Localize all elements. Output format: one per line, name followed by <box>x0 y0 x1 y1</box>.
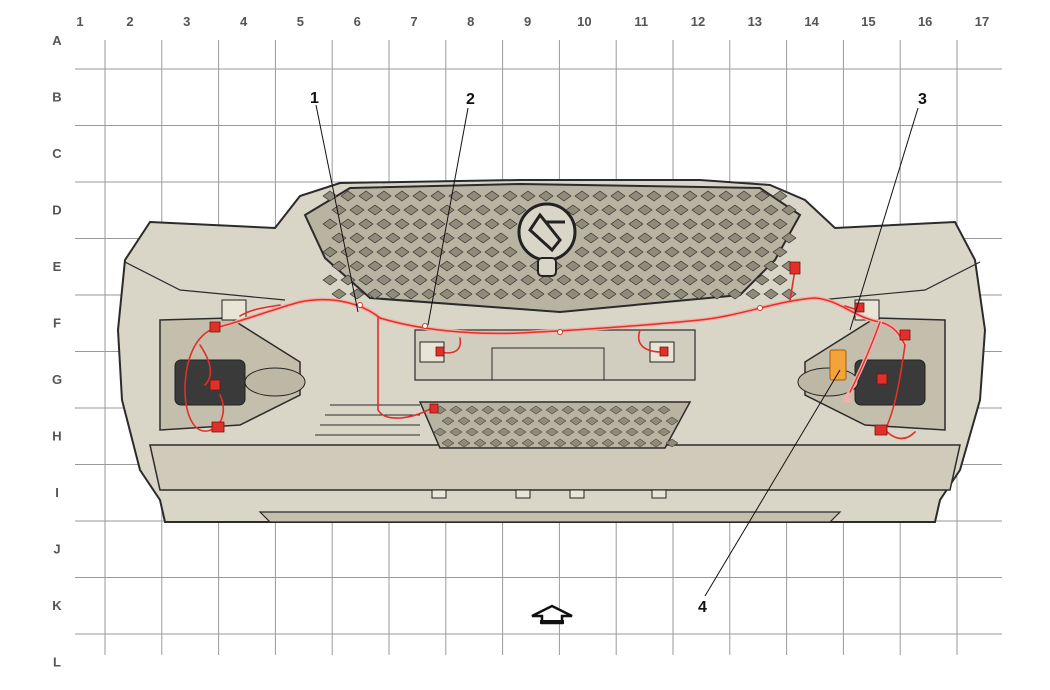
harness-clips <box>357 302 763 335</box>
row-label-L: L <box>53 655 61 670</box>
lower-grille-mesh <box>433 405 679 448</box>
lower-clips <box>431 489 667 499</box>
column-label-16: 16 <box>918 14 932 29</box>
column-label-6: 6 <box>354 14 361 29</box>
column-label-4: 4 <box>240 14 248 29</box>
column-label-1: 1 <box>76 14 83 29</box>
callout-1: 1 <box>310 90 319 107</box>
harness-branch-left-sensor <box>239 304 281 317</box>
license-plate-area <box>414 329 696 381</box>
column-label-9: 9 <box>524 14 531 29</box>
front-bumper-assembly <box>116 179 987 523</box>
skid-plate <box>258 511 842 523</box>
column-label-11: 11 <box>634 14 648 29</box>
column-label-17: 17 <box>975 14 989 29</box>
grille-mesh <box>322 190 797 300</box>
column-label-15: 15 <box>861 14 875 29</box>
harness-branch-center-right <box>638 329 663 353</box>
sensor-bracket-left <box>221 299 247 321</box>
row-label-B: B <box>52 90 61 105</box>
callout-labels: 1 2 3 4 <box>310 90 927 616</box>
row-label-J: J <box>53 542 60 557</box>
control-module-callout-4 <box>829 349 847 381</box>
column-label-10: 10 <box>577 14 591 29</box>
callout-leaders <box>315 104 919 597</box>
callout-2: 2 <box>466 91 475 108</box>
row-label-A: A <box>52 33 62 48</box>
row-labels: A B C D E F G H I J K L <box>52 33 62 670</box>
harness-branch-lower <box>377 317 433 419</box>
column-label-3: 3 <box>183 14 190 29</box>
lower-valance <box>149 444 961 491</box>
row-label-K: K <box>52 598 62 613</box>
column-label-8: 8 <box>467 14 474 29</box>
row-label-E: E <box>53 259 62 274</box>
harness-branch-left-fog <box>184 327 225 432</box>
harness-connectors <box>209 261 911 436</box>
right-fog-lamp <box>854 359 926 406</box>
row-label-H: H <box>52 429 61 444</box>
left-intake-slats <box>315 404 420 436</box>
row-label-F: F <box>53 316 61 331</box>
brand-emblem-icon <box>517 202 577 262</box>
callout-4: 4 <box>698 599 707 616</box>
wiring-harness <box>184 261 916 440</box>
row-label-C: C <box>52 146 62 161</box>
callout-3: 3 <box>918 91 927 108</box>
column-label-7: 7 <box>410 14 417 29</box>
column-label-5: 5 <box>297 14 304 29</box>
harness-branch-upper-right <box>789 269 796 301</box>
column-label-12: 12 <box>691 14 705 29</box>
row-label-I: I <box>55 485 59 500</box>
row-label-G: G <box>52 372 62 387</box>
column-label-13: 13 <box>748 14 762 29</box>
column-label-2: 2 <box>126 14 133 29</box>
column-label-14: 14 <box>804 14 819 29</box>
row-label-D: D <box>52 203 61 218</box>
front-direction-arrow-icon <box>531 604 573 625</box>
